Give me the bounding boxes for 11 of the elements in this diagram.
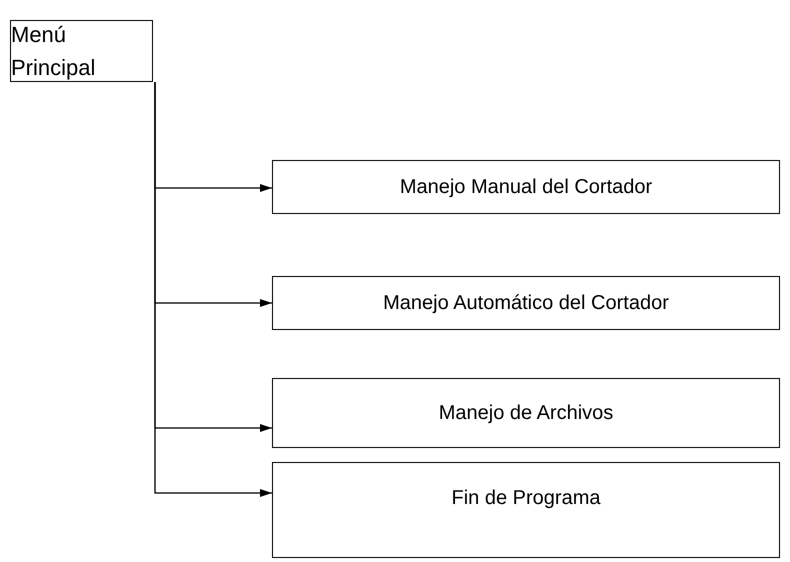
connector-arrow <box>154 82 272 497</box>
menu-box <box>272 160 780 214</box>
menu-box <box>10 20 153 82</box>
menu-label: Manejo Manual del Cortador <box>400 175 652 200</box>
menu-label: Fin de Programa <box>452 486 600 511</box>
menu-box <box>272 378 780 448</box>
menu-label: Manejo Automático del Cortador <box>383 291 669 316</box>
menu-box <box>272 462 780 558</box>
menu-label: Manejo de Archivos <box>438 401 614 426</box>
menu-box <box>272 276 780 330</box>
menu-label: Menú Principal <box>11 21 96 82</box>
